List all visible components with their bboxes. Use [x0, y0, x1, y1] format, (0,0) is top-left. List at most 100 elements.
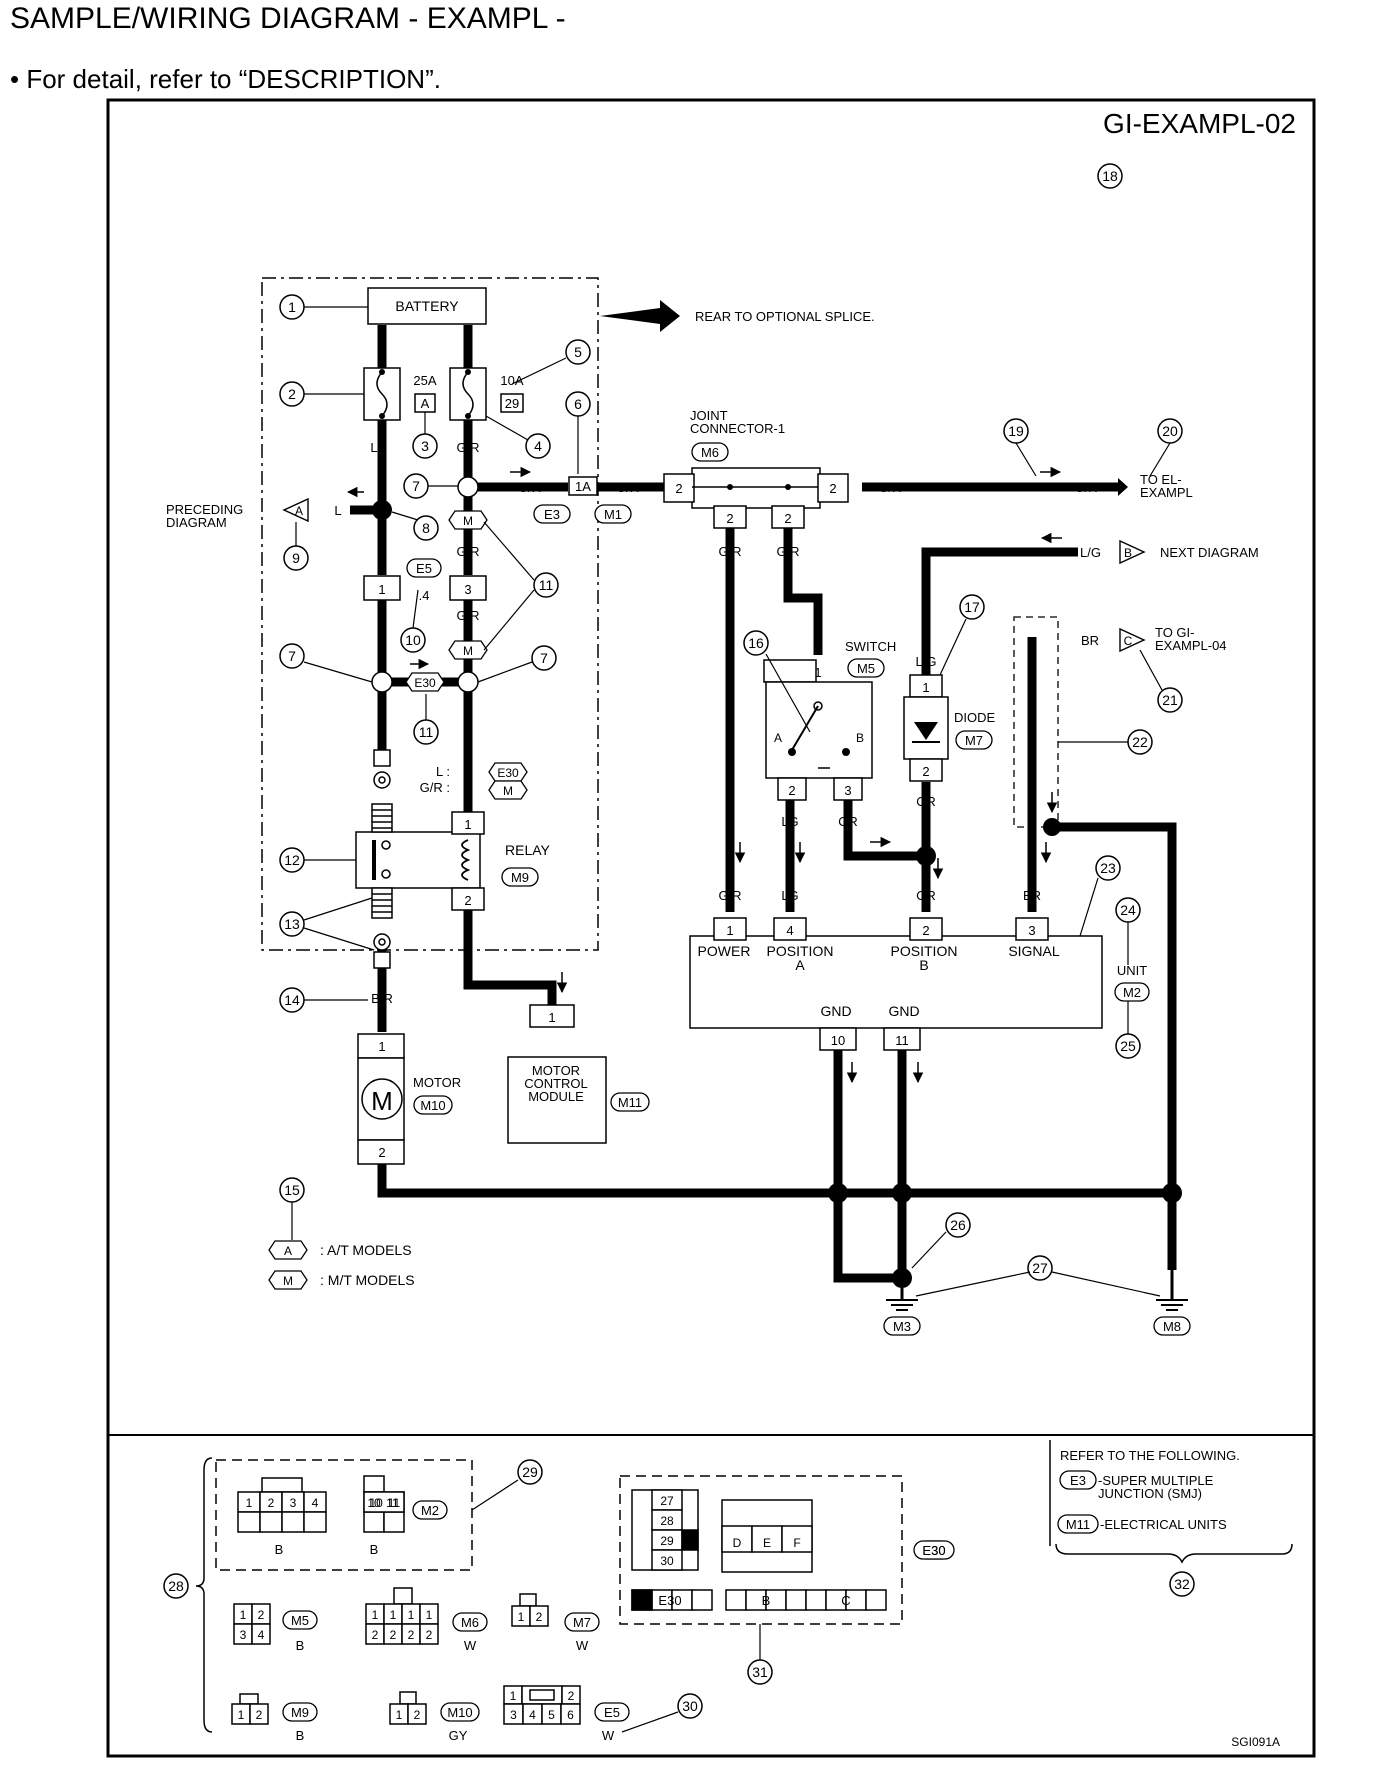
optional-splice	[457, 476, 479, 498]
wire-color: B/R	[371, 991, 393, 1006]
wire-gr-switch	[783, 528, 823, 655]
e30-cavity	[725, 1589, 747, 1611]
callout-number: 14	[284, 992, 300, 1008]
wire-color: OR	[916, 888, 936, 903]
switch-contact	[788, 748, 796, 756]
callout-number: 11	[419, 724, 434, 740]
switch-contact	[842, 748, 850, 756]
leader-line	[483, 589, 535, 651]
pin-number: 2	[675, 481, 682, 496]
connector-latch	[399, 1691, 417, 1705]
pin-number: 30	[660, 1554, 674, 1568]
wire-motor-ground	[377, 1162, 1172, 1198]
leader-line	[485, 415, 529, 441]
connector-id: E30	[922, 1543, 945, 1558]
pin-number: 2	[378, 1145, 385, 1160]
continuation-tag	[282, 497, 309, 523]
e30-cavity	[631, 1589, 653, 1611]
connector-id: M11	[1066, 1517, 1090, 1532]
legend-text: : M/T MODELS	[320, 1272, 415, 1288]
rear-note: REAR TO OPTIONAL SPLICE.	[695, 309, 875, 324]
switch-label: SWITCH	[845, 639, 896, 654]
connector-tag	[282, 1702, 318, 1722]
refer-heading: REFER TO THE FOLLOWING.	[1060, 1448, 1240, 1463]
callout-marker	[743, 630, 769, 656]
splice	[1162, 1183, 1182, 1203]
connector-tag	[452, 1612, 488, 1632]
to-el-arrow	[1118, 478, 1128, 496]
continuation-letter: A	[295, 504, 303, 518]
connector-tag	[594, 504, 632, 524]
joint-pin	[771, 505, 805, 529]
unit-pin	[713, 917, 747, 941]
callout-number: 1	[288, 299, 296, 315]
e30-cavity	[785, 1589, 807, 1611]
switch-position-a: A	[774, 731, 782, 745]
callout-number: 10	[405, 632, 421, 648]
callout-number: 30	[682, 1698, 698, 1714]
wire-color: L	[370, 440, 377, 455]
wire-color: G/R	[878, 480, 901, 495]
callout-number: 31	[752, 1664, 768, 1680]
callout-number: 2	[288, 386, 296, 402]
option-tag	[448, 510, 488, 530]
pin-number: 2	[414, 1708, 421, 1722]
pin-number: 3	[510, 1708, 517, 1722]
connector-color: B	[296, 1728, 305, 1743]
footer-code: SGI091A	[1231, 1735, 1280, 1749]
option-tag	[488, 780, 528, 800]
connector-tag	[1153, 1316, 1191, 1336]
continuation-letter: C	[1124, 634, 1133, 648]
wire-color: G/R	[718, 544, 741, 559]
pin-number: 4	[786, 923, 793, 938]
pin-number: 1	[814, 665, 821, 680]
m10-cavity	[407, 1703, 427, 1725]
option-tag	[405, 672, 445, 692]
pin-number: 27	[660, 1494, 674, 1508]
pin-number: 3	[240, 1628, 247, 1642]
next-label: NEXT DIAGRAM	[1160, 545, 1259, 560]
unit-pin	[909, 917, 943, 941]
connector-id: M6	[461, 1615, 479, 1630]
m2-cavity	[303, 1511, 327, 1533]
option-tag	[448, 640, 488, 660]
pin-number: 1	[396, 1708, 403, 1722]
e5-cavity	[560, 1703, 581, 1725]
callout-number: 9	[292, 550, 300, 566]
pin-number: 4	[312, 1496, 319, 1510]
callout-marker	[163, 1573, 189, 1599]
callout-number: 18	[1102, 168, 1118, 184]
option-letter: A	[284, 1244, 292, 1258]
connector-color: B	[370, 1542, 379, 1557]
leader-line	[303, 897, 373, 921]
leader-line	[483, 521, 535, 581]
callout-marker	[279, 643, 305, 669]
wire-or-join	[843, 800, 926, 861]
wire-color: G/R	[456, 608, 479, 623]
battery-label: BATTERY	[395, 298, 459, 314]
callout-marker	[413, 515, 439, 541]
continuation-tag	[1119, 627, 1146, 653]
pin-number: 1	[922, 680, 929, 695]
connector-tag	[955, 730, 993, 750]
pin-number: 1	[378, 582, 385, 597]
wire-color: B	[898, 1228, 907, 1243]
pin-number: 2	[784, 511, 791, 526]
splice	[916, 846, 936, 866]
connector-tag	[564, 1612, 600, 1632]
connector-tag	[913, 1540, 955, 1560]
pin-number: B	[762, 1593, 771, 1608]
connector-tag	[1057, 1514, 1099, 1534]
connector-tag	[282, 1610, 318, 1630]
pin-number: C	[841, 1593, 850, 1608]
to-el-label: TO EL-EXAMPL	[1140, 472, 1193, 500]
m2-group-outline	[215, 1459, 473, 1571]
unit-terminal: GND	[820, 1003, 851, 1019]
pin-number: 1	[464, 817, 471, 832]
pin-number: 1	[372, 1608, 379, 1622]
pin-number: 1	[548, 1010, 555, 1025]
callout-marker	[1027, 1255, 1053, 1281]
splice	[892, 1268, 912, 1288]
wire-color: BR	[1023, 888, 1041, 903]
